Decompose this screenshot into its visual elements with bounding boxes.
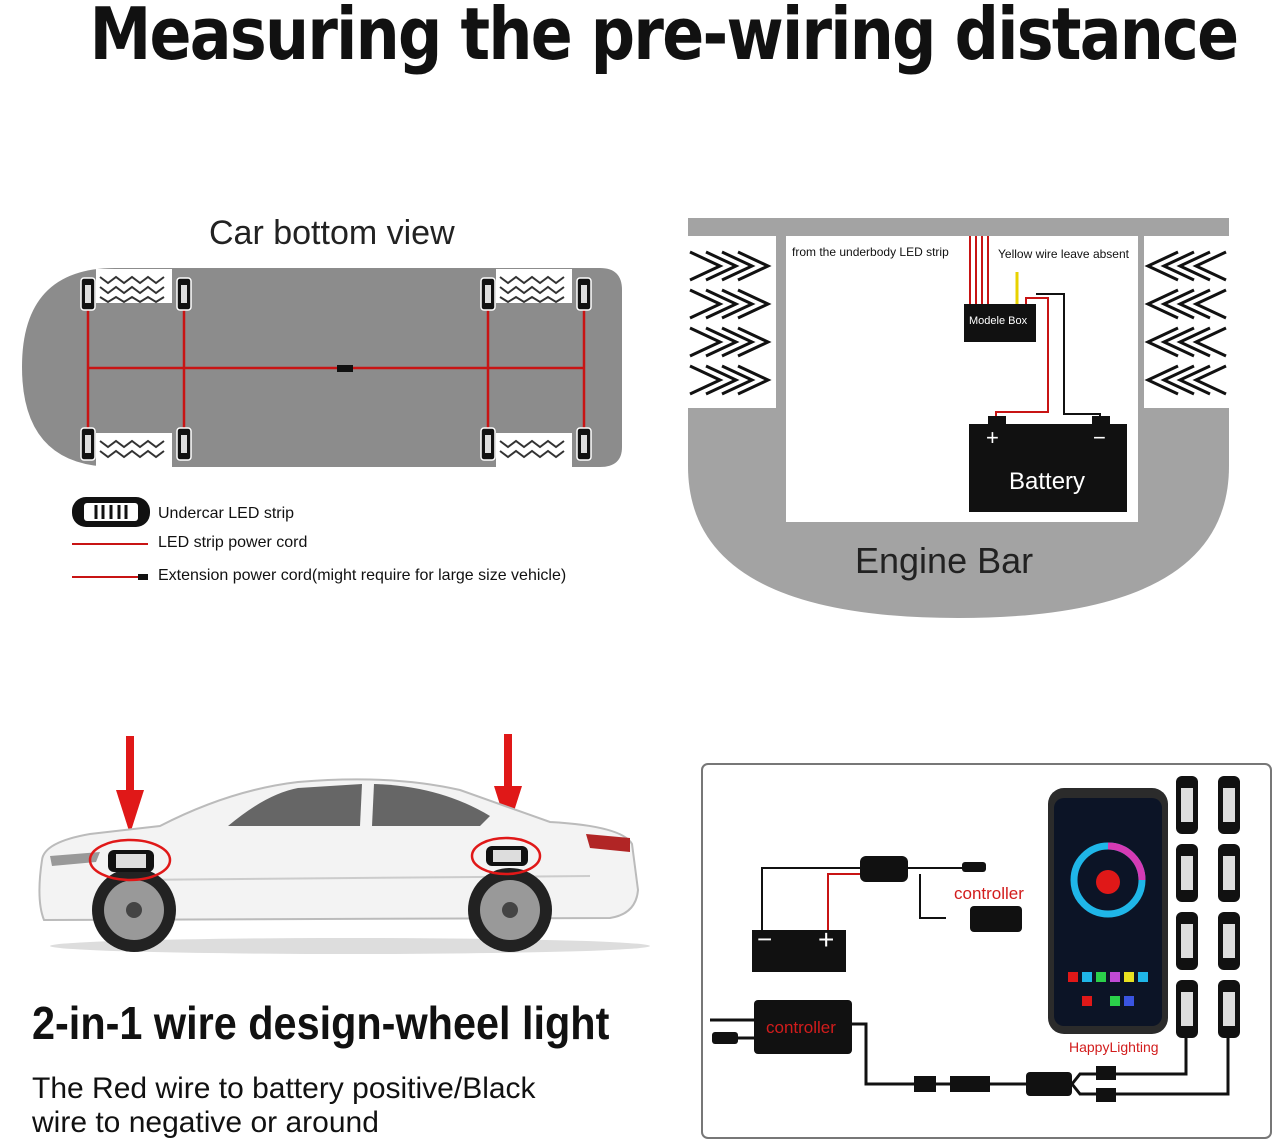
front-wheel	[92, 868, 176, 952]
page-title: Measuring the pre-wiring distance	[89, 0, 1240, 76]
wheel-light-heading: 2-in-1 wire design-wheel light	[32, 997, 610, 1049]
module-box	[964, 304, 1036, 342]
kit-battery	[752, 930, 846, 972]
engine-bay-caption: Engine Bar	[855, 540, 1034, 581]
wiring-kit-diagram	[701, 763, 1272, 1139]
label-from-led-strip: from the underbody LED strip	[792, 245, 949, 259]
legend-led-strip-icon	[72, 497, 150, 527]
wheel-desc-line1: The Red wire to battery positive/Black	[32, 1072, 536, 1105]
phone-app-screenshot	[1048, 788, 1168, 1034]
kit-battery-plus: +	[818, 924, 835, 955]
legend-power-cord-label: LED strip power cord	[158, 534, 308, 551]
controller-label-bottom: controller	[766, 1018, 836, 1037]
battery-label: Battery	[1009, 468, 1086, 495]
label-yellow-wire: Yellow wire leave absent	[998, 247, 1129, 261]
module-box-label: Modele Box	[969, 315, 1028, 327]
controller-label-top: controller	[954, 884, 1024, 903]
legend-led-strip-label: Undercar LED strip	[158, 505, 295, 522]
app-name-label: HappyLighting	[1069, 1039, 1159, 1055]
wheel-led-highlight-front	[88, 838, 172, 882]
power-cord-wiring	[86, 295, 586, 443]
tire-tread-right	[1144, 250, 1227, 396]
kit-battery-minus: −	[757, 924, 773, 954]
tire-tread-left	[689, 250, 772, 396]
car-side-illustration	[38, 734, 650, 954]
wheel-desc-line2: wire to negative or around	[32, 1106, 379, 1139]
car-bottom-view-diagram	[22, 268, 622, 467]
kit-controller-bottom	[754, 1000, 852, 1054]
wheel-led-highlight-rear	[470, 836, 542, 876]
legend-extension-label: Extension power cord(might require for l…	[158, 567, 567, 584]
engine-bay-diagram	[688, 218, 1229, 618]
battery-body	[969, 424, 1127, 512]
kit-controller-top	[970, 906, 1022, 932]
rear-wheel	[468, 868, 552, 952]
battery-plus-sign: +	[986, 425, 999, 450]
legend-power-cord-line	[72, 543, 148, 545]
battery-minus-sign: −	[1093, 425, 1106, 450]
tire-tread-patterns	[96, 269, 572, 467]
bottom-view-heading: Car bottom view	[209, 214, 455, 252]
legend-extension-line	[72, 574, 148, 580]
extension-connector	[337, 365, 353, 372]
